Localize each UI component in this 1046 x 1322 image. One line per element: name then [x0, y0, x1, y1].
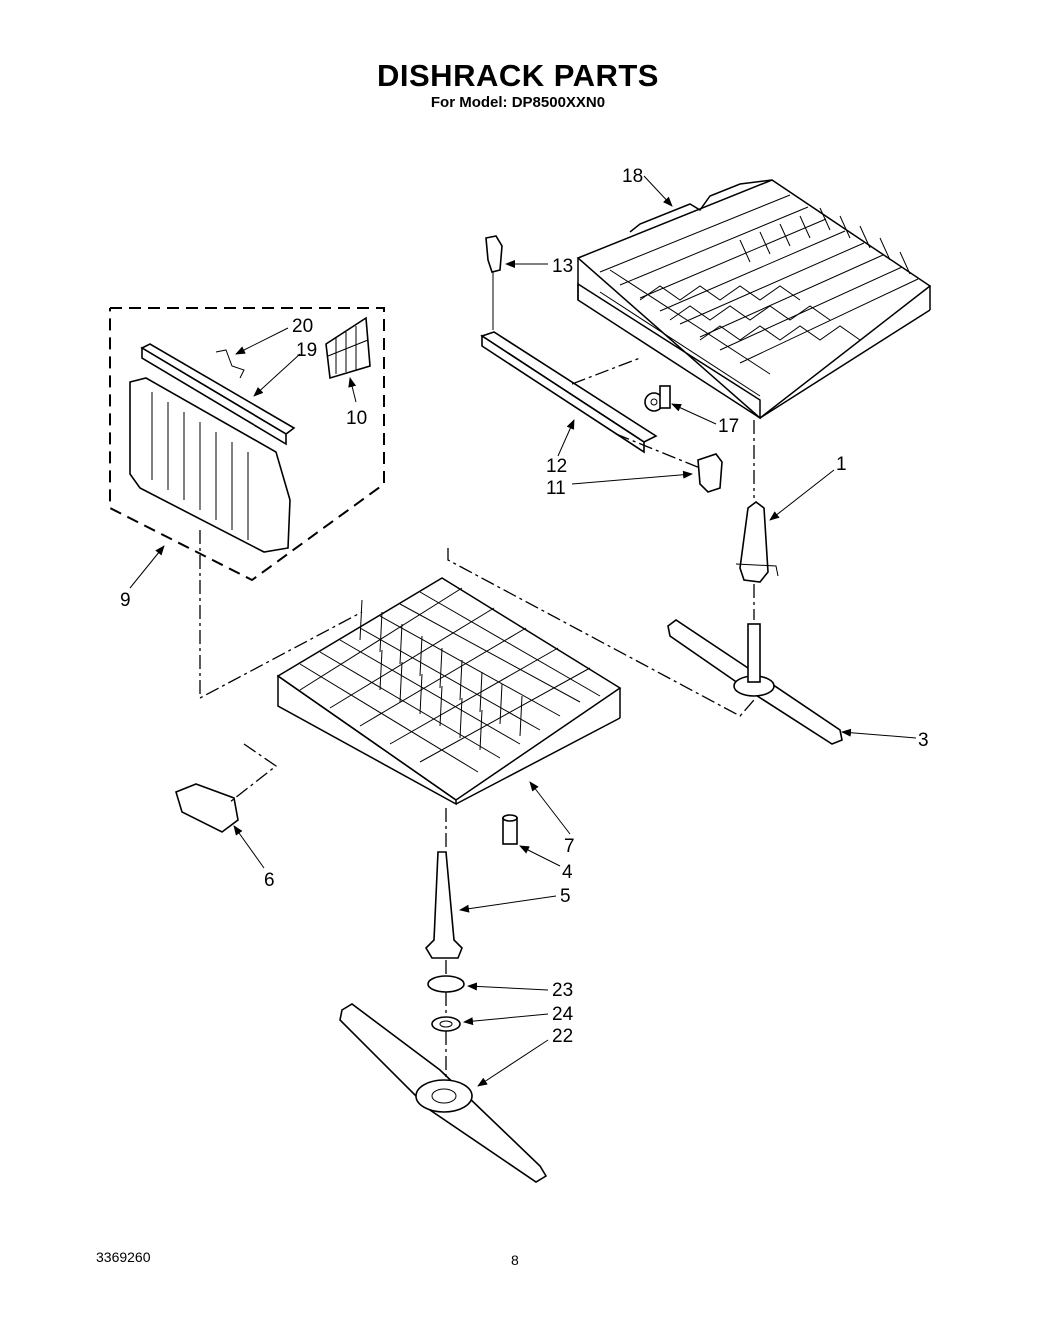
part-17-drawing — [644, 385, 671, 412]
callout-3: 3 — [918, 730, 929, 751]
callout-23: 23 — [552, 980, 573, 1001]
callout-9: 9 — [120, 590, 131, 611]
page-number: 8 — [511, 1252, 519, 1268]
callout-19: 19 — [296, 340, 317, 361]
part-1-drawing — [735, 501, 779, 583]
callout-10: 10 — [346, 408, 367, 429]
lower-rack-drawing — [276, 577, 622, 806]
part-22-drawing — [339, 1003, 548, 1183]
callout-1: 1 — [836, 454, 847, 475]
callout-20: 20 — [292, 316, 313, 337]
alignment-lines — [199, 357, 755, 1078]
page-title: DISHRACK PARTS — [377, 58, 659, 93]
part-4-drawing — [502, 814, 518, 845]
callout-17: 17 — [718, 416, 739, 437]
part-11-drawing — [697, 453, 723, 493]
model-subtitle: For Model: DP8500XXN0 — [430, 94, 606, 111]
part-23-drawing — [427, 975, 465, 993]
part-6-drawing — [175, 783, 239, 833]
callout-6: 6 — [264, 870, 275, 891]
leader-lines — [129, 175, 917, 1087]
part-12-drawing — [480, 331, 658, 454]
callout-22: 22 — [552, 1026, 573, 1047]
part-13-drawing — [485, 235, 503, 330]
callout-11: 11 — [546, 478, 566, 499]
part-24-drawing — [431, 1016, 461, 1032]
callout-18: 18 — [622, 166, 643, 187]
upper-rack-drawing — [576, 179, 932, 420]
document-number: 3369260 — [96, 1249, 151, 1265]
callout-4: 4 — [562, 862, 573, 883]
part-3-drawing — [667, 619, 843, 745]
part-5-drawing — [424, 851, 463, 959]
callout-24: 24 — [552, 1004, 574, 1025]
callout-5: 5 — [560, 886, 571, 907]
accessory-box-drawing — [109, 307, 385, 582]
callout-7: 7 — [564, 836, 575, 857]
callout-13: 13 — [552, 256, 573, 277]
callout-12: 12 — [546, 456, 567, 477]
